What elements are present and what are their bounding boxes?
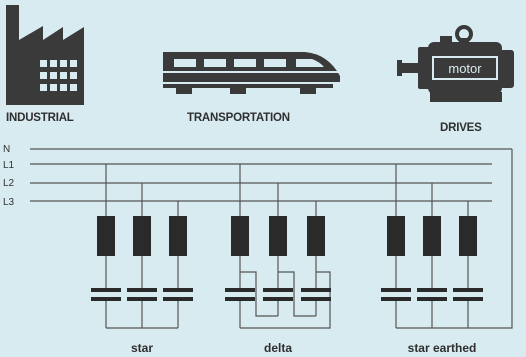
capacitor-plate <box>127 297 157 301</box>
capacitor-plate <box>263 297 293 301</box>
capacitor-plate <box>91 288 121 292</box>
train-icon <box>163 52 340 94</box>
reactor-coil <box>133 216 151 256</box>
capacitor-plate <box>381 297 411 301</box>
capacitor-plate <box>453 288 483 292</box>
bus-label-l3: L3 <box>3 197 15 208</box>
capacitor-plate <box>225 297 255 301</box>
transportation-label: TRANSPORTATION <box>187 112 290 124</box>
drives-label: DRIVES <box>440 122 482 134</box>
capacitor-plate <box>163 288 193 292</box>
star-configuration <box>91 164 193 329</box>
capacitor-plate <box>91 297 121 301</box>
reactor-coil <box>459 216 477 256</box>
capacitor-plate <box>453 297 483 301</box>
reactor-coil <box>307 216 325 256</box>
bus-label-n: N <box>3 144 10 155</box>
capacitor-plate <box>381 288 411 292</box>
industrial-label: INDUSTRIAL <box>6 112 74 124</box>
bus-lines <box>30 148 512 202</box>
bus-label-l1: L1 <box>3 160 15 171</box>
bus-label-l2: L2 <box>3 178 15 189</box>
star-earthed-configuration <box>381 149 513 329</box>
factory-icon <box>6 5 84 105</box>
capacitor-plate <box>263 288 293 292</box>
delta-configuration <box>225 164 331 329</box>
star-earthed-label: star earthed <box>408 341 477 355</box>
capacitor-plate <box>301 288 331 292</box>
reactor-coil <box>231 216 249 256</box>
motor-icon <box>397 25 514 102</box>
capacitor-plate <box>225 288 255 292</box>
delta-label: delta <box>264 341 292 355</box>
capacitor-plate <box>417 288 447 292</box>
capacitor-plate <box>127 288 157 292</box>
reactor-coil <box>97 216 115 256</box>
capacitor-plate <box>417 297 447 301</box>
reactor-coil <box>169 216 187 256</box>
reactor-coil <box>423 216 441 256</box>
reactor-coil <box>387 216 405 256</box>
reactor-coil <box>269 216 287 256</box>
capacitor-plate <box>301 297 331 301</box>
motor-nameplate-text: motor <box>448 61 482 76</box>
capacitor-plate <box>163 297 193 301</box>
star-label: star <box>131 341 153 355</box>
